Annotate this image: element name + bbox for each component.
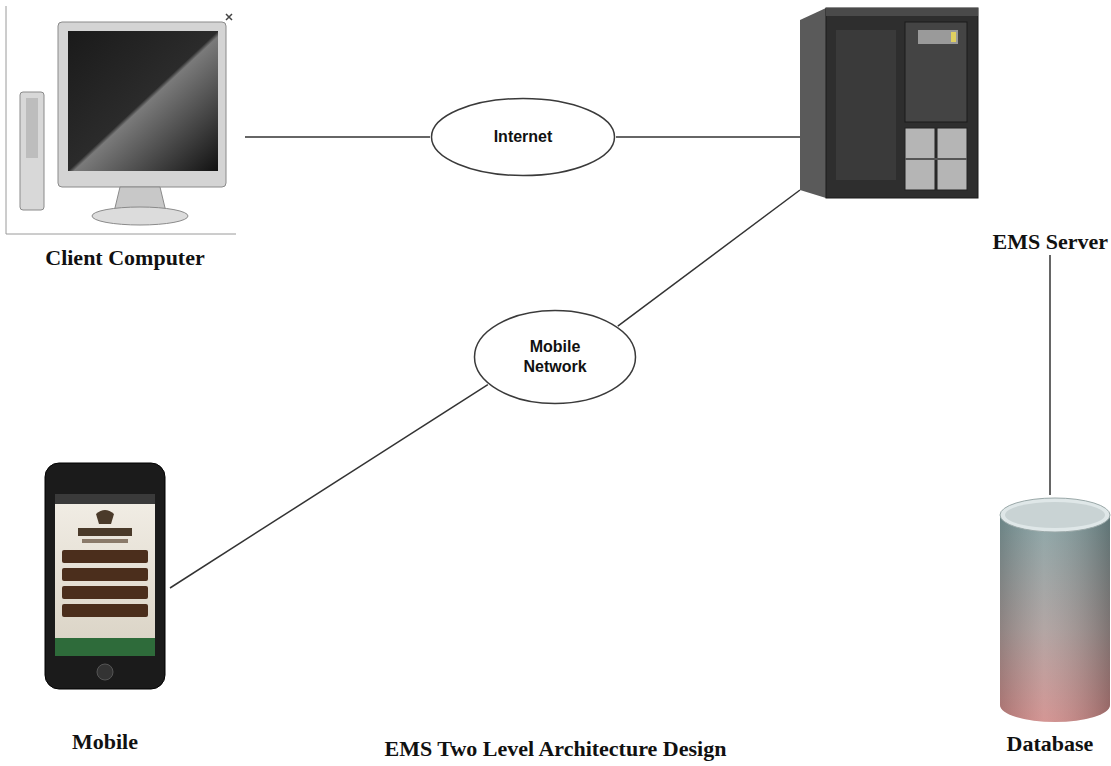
- server-icon: [800, 8, 978, 198]
- network-link: [618, 190, 800, 326]
- figure-caption: EMS Two Level Architecture Design: [0, 736, 1111, 762]
- network-link: [170, 385, 488, 588]
- network-link: [245, 136, 430, 138]
- network-link: [1049, 255, 1051, 495]
- device-label: Database: [990, 731, 1110, 757]
- device-label: Mobile: [40, 729, 170, 755]
- network-ellipse: Mobile Network: [473, 309, 637, 405]
- device-label: Client Computer: [5, 245, 245, 271]
- network-link: [616, 136, 800, 138]
- device-node: EMS Server: [800, 5, 1108, 255]
- ellipse-outline: [473, 309, 637, 405]
- device-node: Client Computer: [5, 5, 245, 271]
- database-icon: [1000, 498, 1110, 722]
- mobile-icon: [45, 463, 165, 689]
- ellipse-text-box: Internet: [462, 127, 585, 147]
- device-label: EMS Server: [800, 229, 1108, 255]
- ellipse-text-box: Mobile Network: [501, 337, 609, 377]
- network-label: Mobile Network: [501, 337, 609, 377]
- network-label: Internet: [462, 127, 585, 147]
- device-node: Mobile: [40, 463, 170, 755]
- network-ellipse: Internet: [430, 97, 616, 177]
- client-computer-icon: [6, 6, 236, 234]
- device-node: Database: [990, 495, 1110, 757]
